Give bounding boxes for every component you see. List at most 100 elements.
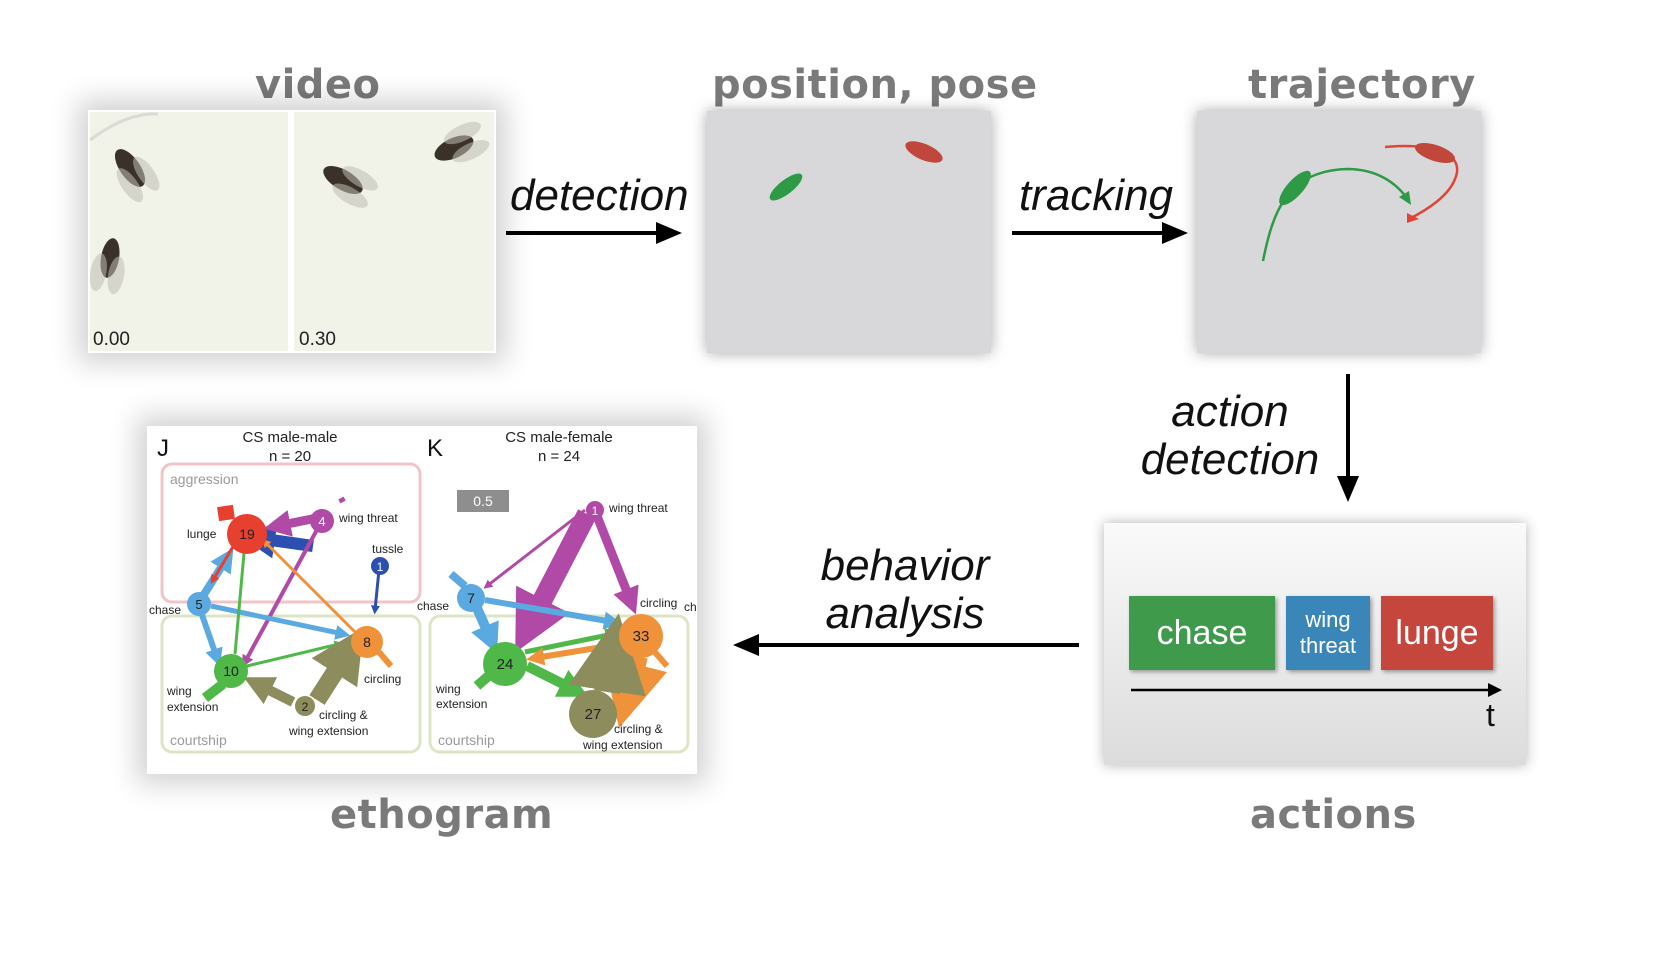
fly-pose-green: [1279, 170, 1311, 206]
video-panel: 0.00 0.30: [88, 110, 496, 353]
action-wing-threat-line1: wing: [1305, 607, 1351, 632]
action-wing-threat-line2: threat: [1299, 633, 1357, 658]
ethogram-node-wing-threat: [586, 501, 604, 519]
node-label: extension: [436, 697, 487, 711]
ethogram-node-lunge: [227, 514, 267, 554]
video-frame-1: [90, 112, 288, 351]
step-label-detection: detection: [510, 171, 689, 220]
trajectory-panel: [1197, 111, 1481, 353]
group-courtship-label-right: courtship: [438, 732, 495, 748]
ethogram-node-wing-threat: [310, 509, 334, 533]
edge: [309, 627, 364, 705]
panel-letter-j: J: [157, 435, 169, 462]
ethogram-panel: J K CS male-male n = 20 CS male-female n…: [147, 426, 697, 774]
stage-title-trajectory: trajectory: [1248, 62, 1476, 108]
edge: [370, 569, 381, 615]
ethogram-right-title-2: n = 24: [538, 448, 580, 465]
node-value: 8: [363, 634, 371, 650]
fly-pose-red: [1414, 142, 1456, 164]
node-value: 5: [195, 597, 202, 612]
node-value: 33: [633, 628, 650, 645]
node-label: wing: [166, 684, 192, 698]
fly-icon: [323, 166, 378, 208]
ethogram-node-circling-wing-extension: [569, 690, 617, 738]
arrow-right-icon: [1012, 222, 1188, 244]
step-label-tracking: tracking: [1018, 171, 1174, 220]
dish-edge: [89, 112, 159, 142]
edge: [201, 680, 227, 702]
step-label-behavior-analysis-line1: behavior: [820, 541, 990, 590]
edge: [338, 496, 346, 504]
node-value: 2: [302, 700, 309, 714]
stage-title-ethogram: ethogram: [330, 792, 554, 838]
time-axis: [1131, 683, 1502, 697]
arrow-right-icon: [506, 222, 682, 244]
node-label: tussle: [372, 542, 404, 556]
node-label: wing extension: [582, 738, 662, 752]
edge: [448, 570, 468, 590]
step-label-behavior-analysis-line2: analysis: [825, 589, 985, 638]
ethogram-node-chase: [187, 592, 211, 616]
edge: [602, 653, 668, 729]
time-axis-label: t: [1486, 697, 1495, 733]
ethogram-node-wing-extension: [483, 642, 527, 686]
node-value: 27: [585, 706, 602, 723]
edge: [198, 611, 223, 667]
ethogram-left-title-1: CS male-male: [242, 429, 337, 446]
node-label: wing threat: [338, 511, 398, 525]
action-chase: chase: [1129, 596, 1275, 670]
node-value: 24: [497, 656, 514, 673]
group-aggression-box: [160, 462, 422, 604]
video-frames: [89, 112, 494, 351]
ethogram-left-title-2: n = 20: [269, 448, 311, 465]
action-lunge: lunge: [1381, 596, 1493, 670]
scale-bar-box: [457, 490, 509, 512]
node-label: extension: [167, 700, 218, 714]
node-value: 4: [318, 514, 325, 529]
edge: [210, 603, 351, 640]
time-axis-arrowhead-icon: [1488, 683, 1502, 697]
edge: [243, 677, 296, 707]
frame-time-2: 0.30: [299, 329, 336, 350]
node-label: lunge: [187, 527, 217, 541]
edge: [242, 525, 321, 668]
node-label: circling: [640, 596, 677, 610]
step-label-action-detection-line1: action: [1171, 387, 1289, 436]
node-label: wing: [435, 682, 461, 696]
node-label: circling &: [319, 708, 368, 722]
arrow-left-icon: [733, 634, 1079, 656]
ethogram-node-circling: [351, 626, 383, 658]
step-label-action-detection-line2: detection: [1140, 435, 1320, 484]
trajectory-curves: [1261, 142, 1459, 262]
position-pose-panel: [707, 111, 991, 353]
ethogram-node-circling: [619, 614, 663, 658]
step-label-behavior-analysis: behavior analysis: [800, 542, 1010, 638]
edge: [376, 650, 394, 668]
group-courtship-box-left: [160, 614, 422, 754]
action-lunge-label: lunge: [1395, 614, 1479, 652]
stage-title-video: video: [255, 62, 381, 108]
node-label: circling &: [614, 722, 663, 736]
panel-letter-k: K: [427, 435, 443, 462]
fly-icon: [89, 238, 125, 295]
action-wing-threat: wing threat: [1286, 596, 1370, 670]
edge: [246, 640, 344, 668]
stage-title-position-pose: position, pose: [712, 62, 1038, 108]
edge: [217, 504, 235, 522]
node-value: 1: [377, 560, 384, 574]
ethogram-diagram: J K CS male-male n = 20 CS male-female n…: [149, 429, 697, 754]
group-aggression-label: aggression: [170, 471, 239, 487]
fly-pose-green: [769, 173, 803, 201]
edge: [483, 508, 586, 589]
ethogram-right-title-1: CS male-female: [505, 429, 613, 446]
pose-ellipses: [769, 141, 943, 201]
ethogram-node-wing-extension: [214, 654, 248, 688]
actions-panel: chase wing threat lunge t: [1104, 523, 1526, 765]
node-label: circling: [364, 672, 401, 686]
stage-title-actions: actions: [1250, 792, 1417, 838]
node-label: wing threat: [608, 501, 668, 515]
ethogram-node-circling-wing-extension: [295, 696, 315, 716]
node-label: chase: [417, 599, 449, 613]
fly-pose-red: [905, 141, 943, 163]
node-value: 7: [467, 590, 475, 606]
